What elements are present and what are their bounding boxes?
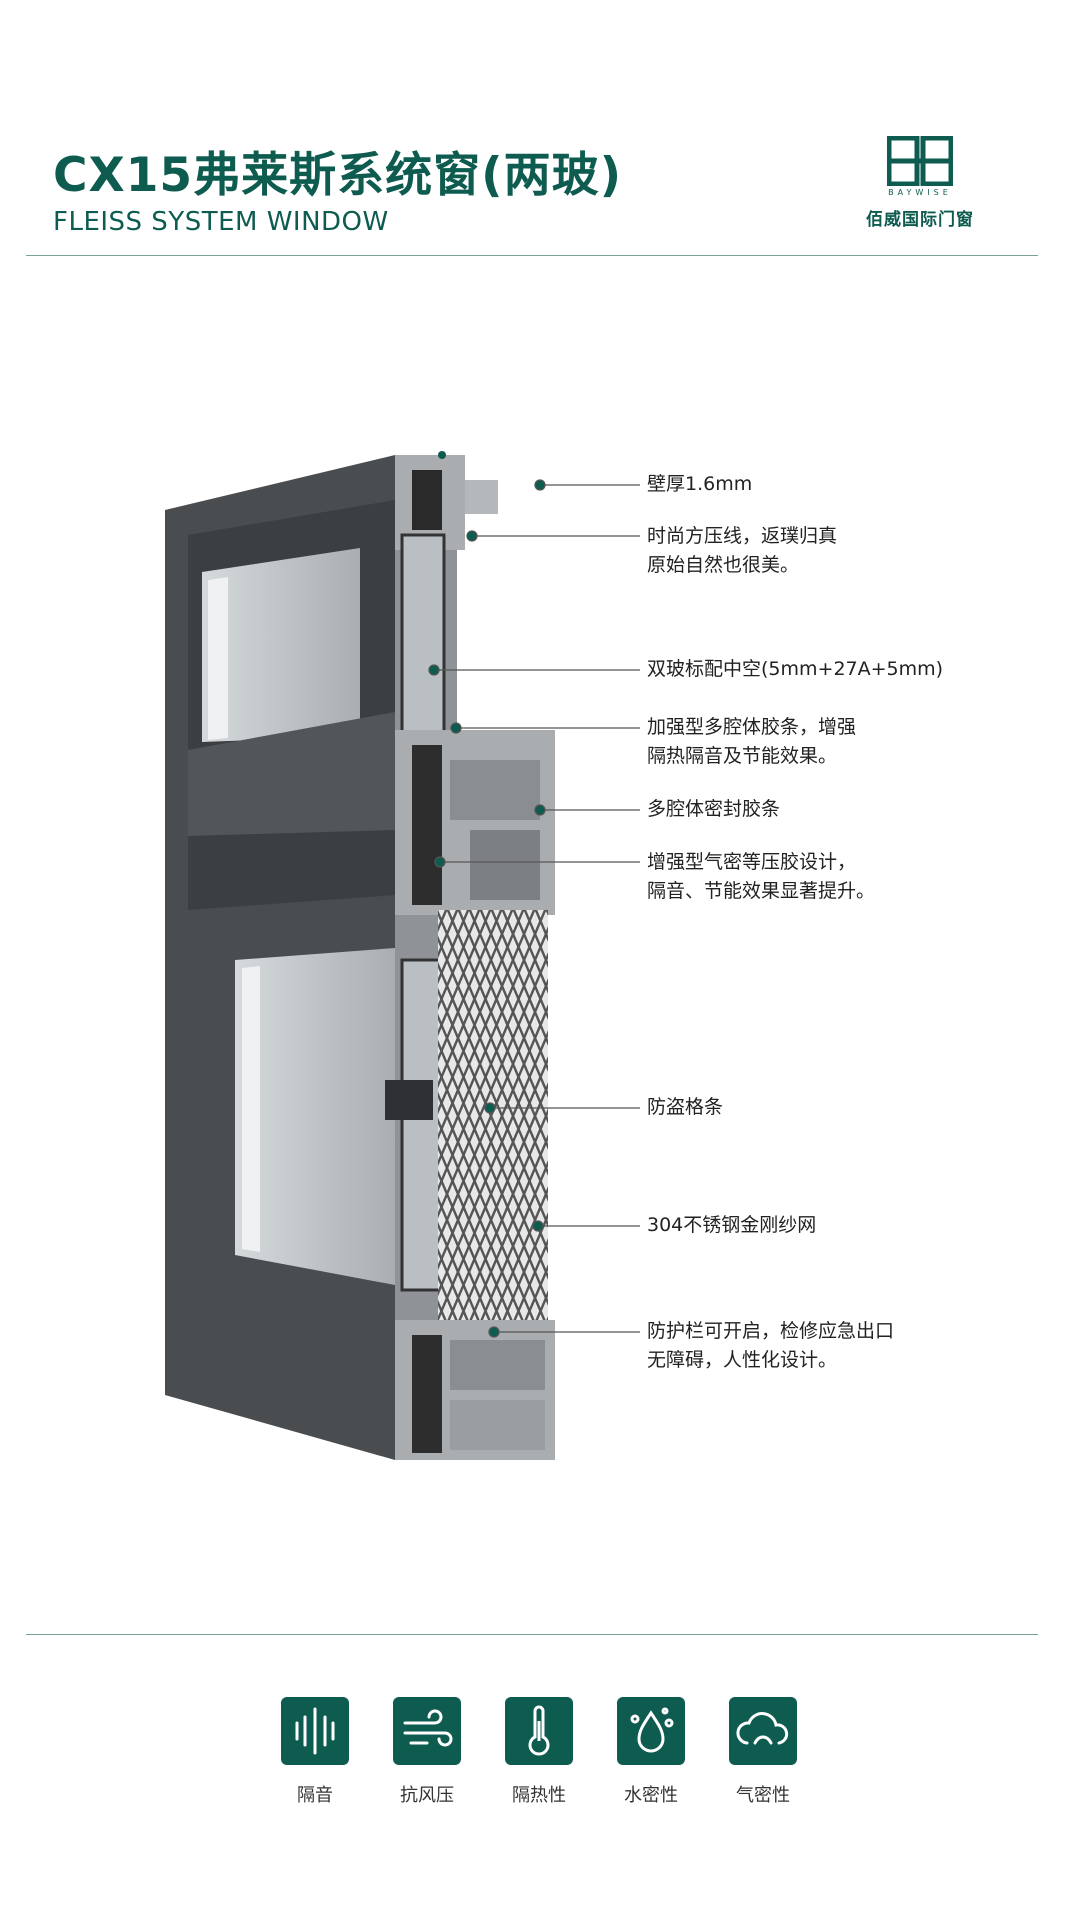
feature-sound-insulation: 隔音 [265,1697,365,1807]
callout-multi-cavity-gasket: 加强型多腔体胶条，增强 隔热隔音及节能效果。 [647,716,857,767]
lower-glass [235,948,395,1285]
callout-wall-thickness: 壁厚1.6mm [647,473,753,495]
logo-english-text: BAYWISE [888,188,952,197]
logo-chinese-text: 佰威国际门窗 [866,210,974,230]
feature-wind-pressure: 抗风压 [377,1697,477,1807]
screen-mesh [438,910,548,1330]
header-divider [26,255,1038,256]
feature-watertightness: 水密性 [601,1697,701,1807]
window-section-illustration [165,451,555,1460]
footer-divider [26,1634,1038,1635]
feature-thermal-insulation: 隔热性 [489,1697,589,1807]
callout-security-bar: 防盗格条 [647,1096,724,1118]
air-cloud-icon [736,1712,789,1745]
feature-label: 气密性 [736,1785,790,1806]
brand-logo: BAYWISE 佰威国际门窗 [855,136,990,236]
feature-label: 抗风压 [400,1785,454,1806]
page-title: CX15弗莱斯系统窗(两玻) [53,148,623,203]
callout-stainless-mesh: 304不锈钢金刚纱网 [647,1214,817,1236]
upper-glass [202,548,360,742]
feature-label: 水密性 [624,1785,678,1806]
callout-glazing-bead: 时尚方压线，返璞归真 原始自然也很美。 [647,525,838,576]
page-subtitle: FLEISS SYSTEM WINDOW [53,207,389,237]
callout-openable-guard: 防护栏可开启，检修应急出口 无障碍，人性化设计。 [647,1320,895,1371]
callout-airtight-design: 增强型气密等压胶设计， 隔音、节能效果显著提升。 [647,851,876,902]
wind-pressure-icon [403,1709,453,1747]
callout-double-glazing: 双玻标配中空(5mm+27A+5mm) [647,658,944,680]
water-drop-icon [630,1707,674,1753]
baywise-logo-icon [887,136,953,186]
feature-airtightness: 气密性 [713,1697,813,1807]
thermometer-icon [528,1705,550,1756]
feature-label: 隔音 [297,1785,333,1806]
sound-insulation-icon [295,1707,335,1755]
feature-label: 隔热性 [512,1785,566,1806]
callout-seal-strip: 多腔体密封胶条 [647,798,781,820]
